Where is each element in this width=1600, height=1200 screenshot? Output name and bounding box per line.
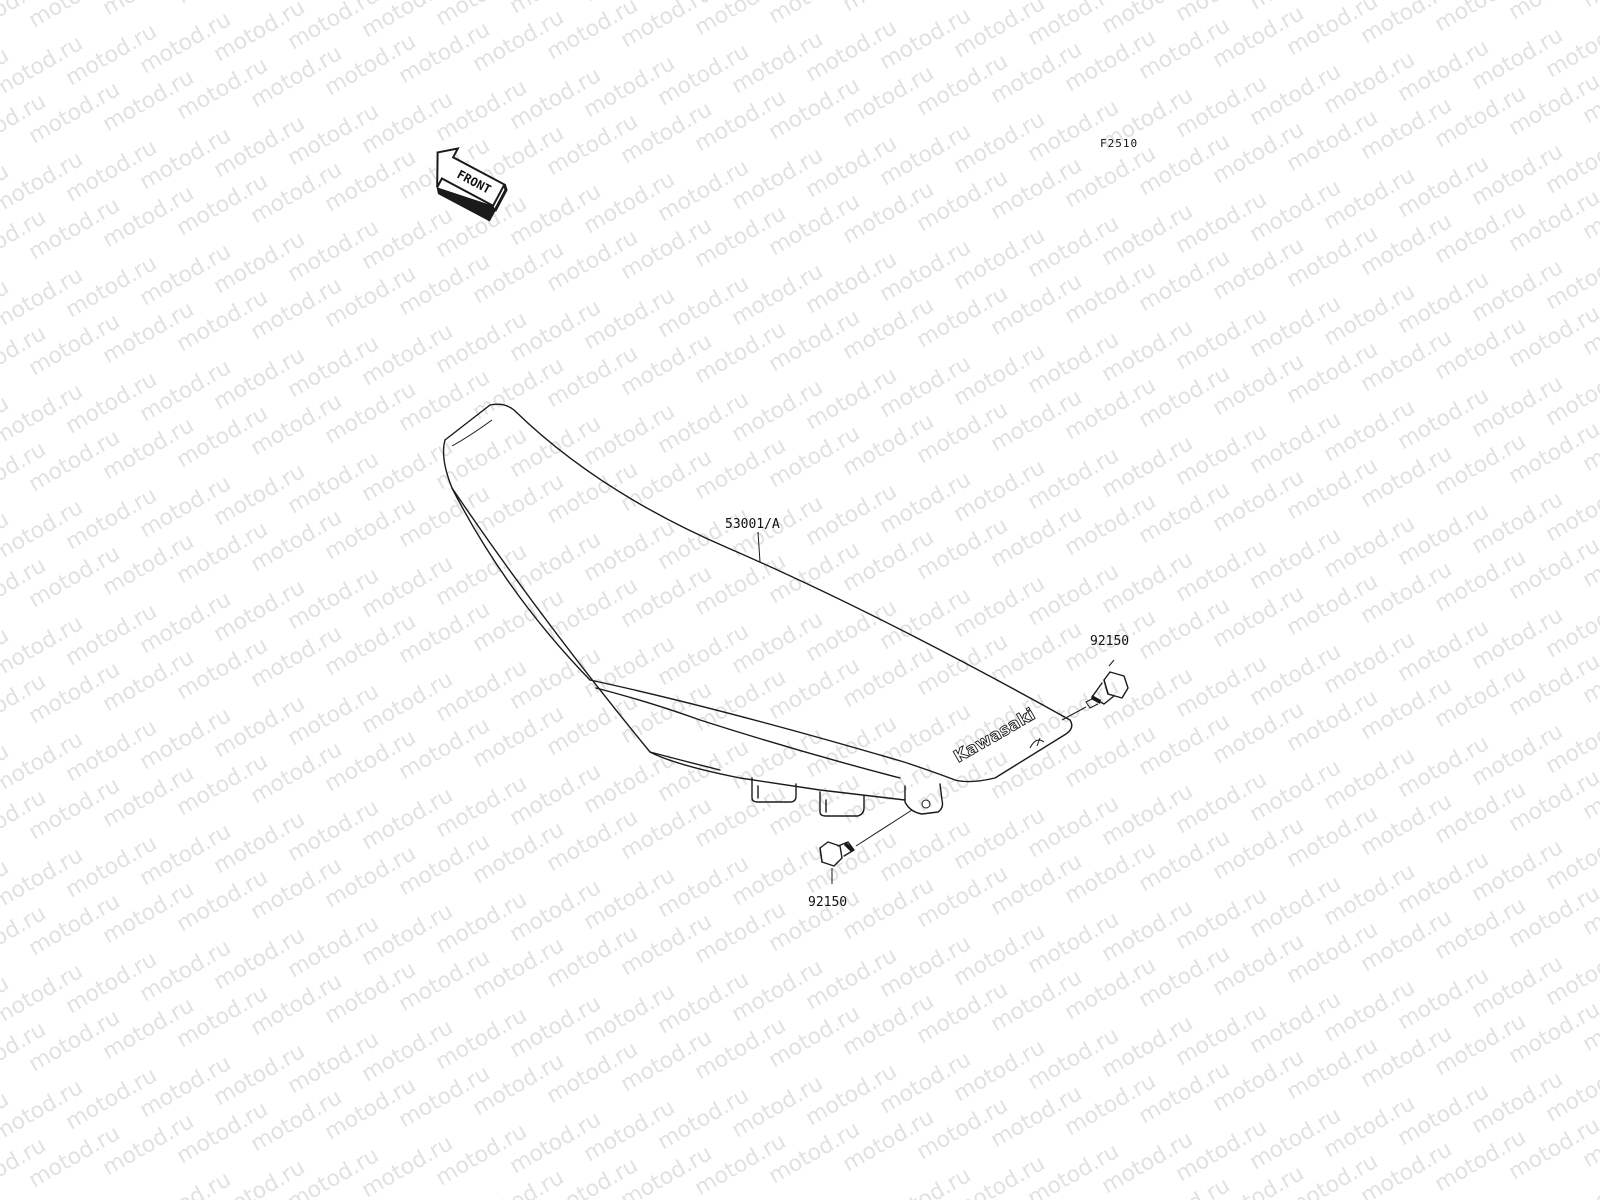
watermark-text: motod.ru — [1579, 0, 1600, 13]
bolt-bottom-axis-line — [855, 809, 913, 847]
seat-leader-line — [757, 531, 761, 563]
bolt-bottom-label: 92150 — [808, 895, 847, 910]
seat-part-label: 53001/A — [725, 517, 780, 532]
bolt-right-label: 92150 — [1090, 634, 1129, 649]
watermark-text: motod.ru — [136, 1167, 236, 1200]
front-arrow-icon: FRONT — [436, 147, 508, 222]
bolt-right-icon — [1085, 671, 1129, 709]
bolt-right-axis-line — [1061, 706, 1087, 721]
watermark-text: motod.ru — [1542, 1171, 1600, 1200]
bolt-bottom-icon — [819, 841, 855, 867]
figure-code: F2510 — [1100, 137, 1138, 150]
bolt-right-leader-line — [1108, 659, 1115, 667]
